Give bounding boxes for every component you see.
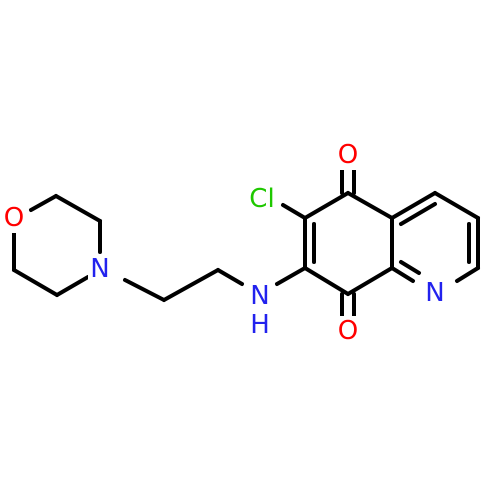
bonds	[12, 163, 480, 322]
bond	[455, 266, 480, 283]
label-background	[244, 184, 280, 214]
label-background	[336, 316, 360, 346]
pyridine-nitrogen: N	[425, 278, 444, 308]
bond	[399, 260, 421, 275]
atom-labels: O O Cl N N H N O	[2, 140, 447, 346]
label-background	[248, 281, 272, 311]
label-background	[88, 254, 112, 284]
bond	[54, 194, 102, 223]
bond	[12, 268, 59, 297]
bond	[29, 194, 58, 212]
carbonyl-oxygen-top: O	[338, 140, 358, 170]
bond	[216, 268, 244, 286]
morpholine-oxygen: O	[4, 203, 24, 233]
bond	[346, 191, 394, 220]
bond	[281, 203, 307, 220]
bond	[390, 191, 437, 220]
amine-nitrogen: N	[250, 281, 269, 311]
bond	[303, 266, 350, 296]
bond	[303, 191, 350, 220]
label-background	[2, 203, 26, 233]
bond	[433, 191, 480, 220]
chlorine-atom: Cl	[249, 184, 274, 214]
label-background	[423, 278, 447, 308]
label-background	[248, 310, 272, 340]
label-background	[336, 140, 360, 170]
bond	[55, 275, 90, 297]
carbonyl-oxygen-bottom: O	[338, 316, 358, 346]
bond	[162, 268, 220, 302]
amine-hydrogen: H	[250, 310, 270, 340]
bond	[123, 278, 166, 302]
bond	[399, 202, 437, 226]
bond	[390, 266, 415, 283]
bond	[346, 266, 394, 296]
morpholine-nitrogen: N	[90, 254, 109, 284]
bond	[275, 266, 307, 286]
